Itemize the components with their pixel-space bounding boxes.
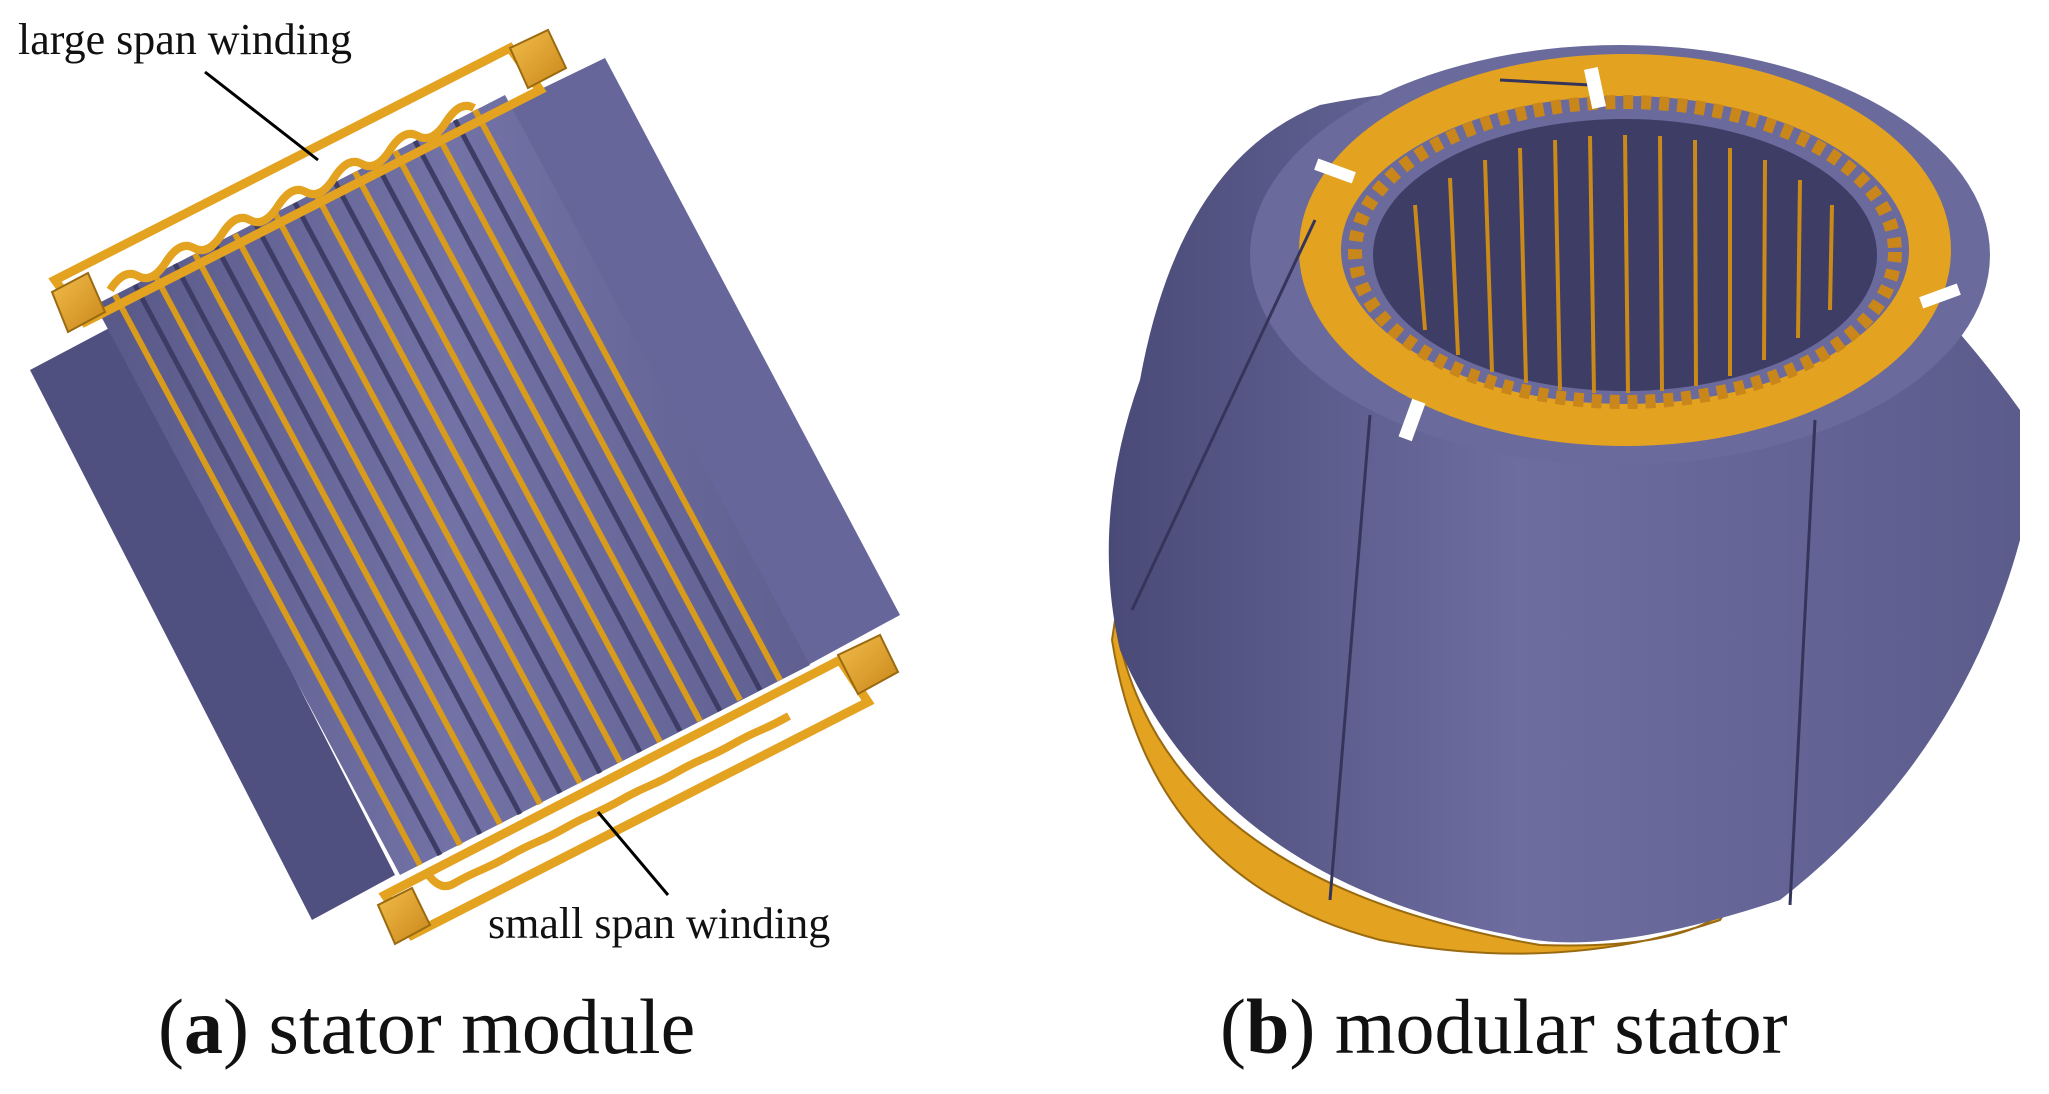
bottom-winding-ring [1110,619,1731,955]
ring-segment-gaps [1314,66,1961,442]
winding-conductors [112,108,783,867]
annotation-small-span-winding: small span winding [488,899,831,948]
leader-line-large-span [204,70,319,162]
caption-a: (a) stator module [158,983,696,1070]
small-span-winding-end [376,633,900,946]
modular-stator-drawing [1108,45,2020,955]
core-plate-left [30,325,395,920]
caption-b-text: modular stator [1334,983,1788,1070]
leader-line-small-span [596,811,670,896]
core-slots [132,118,763,857]
module-seams [1130,78,1817,906]
stator-core-body [95,95,810,875]
large-span-winding-end [48,28,568,334]
bore-slots [1413,134,1834,394]
stator-module-drawing [30,28,900,946]
caption-b-letter: b [1245,983,1290,1070]
core-plate-right [508,58,900,665]
caption-b: (b) modular stator [1220,983,1788,1070]
top-winding-ring [1299,54,1951,446]
annotation-large-span-winding: large span winding [18,15,353,64]
caption-a-text: stator module [268,983,696,1070]
stator-teeth-ring [1348,95,1902,409]
caption-a-letter: a [183,983,223,1070]
